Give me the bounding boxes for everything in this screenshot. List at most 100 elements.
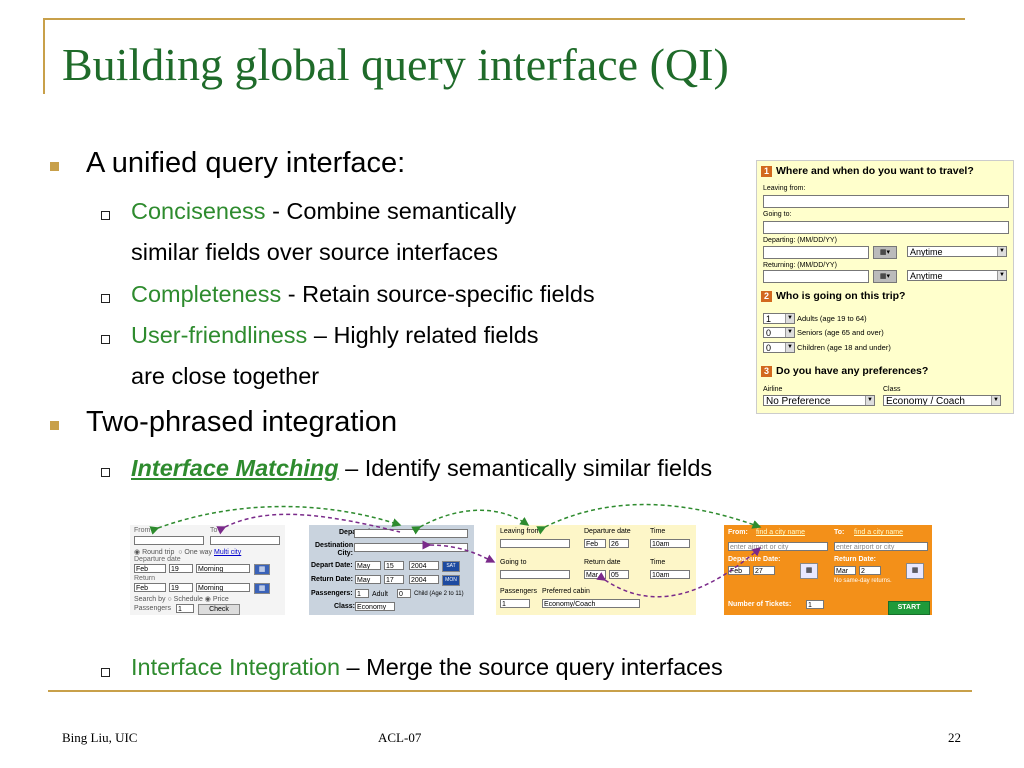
depart-date-label: Depart Date: [311,562,353,569]
dep-month-select[interactable]: Feb [728,566,750,575]
chevron-down-icon: ▼ [865,396,874,405]
find-city-link[interactable]: find a city name [854,529,904,536]
ret-month-select[interactable]: May [355,575,381,584]
desc-conciseness: - Combine semantically [265,198,517,224]
adult-label: Adult [372,591,388,598]
child-select[interactable]: 0 [397,589,411,598]
source-interface-4: From: find a city name To: find a city n… [724,525,932,615]
destination-city-input[interactable] [354,543,468,552]
ret-time-select[interactable]: 10am [650,570,690,579]
ret-day-select[interactable]: 2 [859,566,881,575]
calendar-icon[interactable]: ▦▾ [873,270,897,283]
adult-select[interactable]: 1 [355,589,369,598]
tickets-select[interactable]: 1 [806,600,824,609]
from-input[interactable] [134,536,204,545]
dep-month-select[interactable]: Feb [584,539,606,548]
multi-city-link[interactable]: Multi city [214,549,242,556]
start-button[interactable]: START [888,601,930,615]
calendar-icon[interactable]: ▦ [906,563,924,579]
leaving-from-label: Leaving from [500,528,541,535]
calendar-icon[interactable]: ▦ [254,564,270,575]
ret-day-badge: MON [442,575,460,586]
bullet-two-phrased: Two-phrased integration [86,406,398,438]
dep-time-select[interactable]: Morning [196,564,250,573]
cabin-select[interactable]: Economy/Coach [542,599,640,608]
sub-bullet-interface-matching: Interface Matching – Identify semantical… [131,455,712,482]
going-to-input[interactable] [763,221,1009,234]
dep-month-select[interactable]: May [355,561,381,570]
leaving-from-input[interactable] [763,195,1009,208]
dep-year-select[interactable]: 2004 [409,561,439,570]
bullet-square-icon [50,421,59,430]
class-select[interactable]: Economy / Coach▼ [883,395,1001,406]
hollow-bullet-icon [101,668,110,677]
hollow-bullet-icon [101,468,110,477]
return-date-label: Return date [584,559,621,566]
children-select[interactable]: 0▼ [763,342,795,353]
search-by-radios[interactable]: Search by ○ Schedule ◉ Price [134,596,229,603]
term-completeness: Completeness [131,281,282,307]
children-label: Children (age 18 and under) [797,343,891,352]
check-button[interactable]: Check [198,604,240,615]
passengers-select[interactable]: 1 [500,599,530,608]
return-date-label: Return Date: [311,576,354,583]
tickets-label: Number of Tickets: [728,601,792,608]
child-label: Child (Age 2 to 11) [414,591,464,597]
dep-day-select[interactable]: 19 [169,564,193,573]
source-interface-1: From To ◉ Round trip ○ One way Multi cit… [130,525,285,615]
to-airport-input[interactable]: enter airport or city [834,542,928,551]
leaving-from-input[interactable] [500,539,570,548]
ret-day-select[interactable]: 05 [609,570,629,579]
calendar-icon[interactable]: ▦ [800,563,818,579]
passengers-label: Passengers [500,588,537,595]
calendar-icon[interactable]: ▦▾ [873,246,897,259]
ret-time-select[interactable]: Morning [196,583,250,592]
to-label: To: [834,529,845,536]
source-interface-3: Leaving from Departure date Feb 26 Time … [496,525,696,615]
dep-day-select[interactable]: 26 [609,539,629,548]
seniors-select[interactable]: 0▼ [763,327,795,338]
ret-month-select[interactable]: Mar [834,566,856,575]
departing-date-input[interactable] [763,246,869,259]
passengers-select[interactable]: 1 [176,604,194,613]
dep-day-select[interactable]: 27 [753,566,775,575]
find-city-link[interactable]: find a city name [756,529,806,536]
going-to-input[interactable] [500,570,570,579]
sub-bullet-user-friendliness-cont: are close together [131,363,320,389]
depart-city-input[interactable] [354,529,468,538]
ret-year-select[interactable]: 2004 [409,575,439,584]
returning-time-select[interactable]: Anytime▼ [907,270,1007,281]
adults-select[interactable]: 1▼ [763,313,795,324]
passengers-label: Passengers [134,605,171,612]
term-interface-integration: Interface Integration [131,654,341,680]
from-airport-input[interactable]: enter airport or city [728,542,828,551]
departing-time-select[interactable]: Anytime▼ [907,246,1007,257]
ret-month-select[interactable]: Feb [134,583,166,592]
ret-day-select[interactable]: 19 [169,583,193,592]
to-input[interactable] [210,536,280,545]
hollow-bullet-icon [101,335,110,344]
seniors-label: Seniors (age 65 and over) [797,328,884,337]
bullet-unified-qi: A unified query interface: [86,147,406,179]
chevron-down-icon: ▼ [785,328,794,337]
returning-date-input[interactable] [763,270,869,283]
dep-day-select[interactable]: 15 [384,561,404,570]
source-interface-2: Depart City: Destination City: Depart Da… [309,525,474,615]
preferred-cabin-label: Preferred cabin [542,588,590,595]
chevron-down-icon: ▼ [785,343,794,352]
footer-author: Bing Liu, UIC [62,730,138,745]
ret-month-select[interactable]: Mar [584,570,606,579]
ret-day-select[interactable]: 17 [384,575,404,584]
sub-bullet-conciseness-cont: similar fields over source interfaces [131,239,498,265]
trip-type-radios[interactable]: ◉ Round trip ○ One way Multi city [134,549,242,556]
calendar-icon[interactable]: ▦ [254,583,270,594]
airline-select[interactable]: No Preference▼ [763,395,875,406]
chevron-down-icon: ▼ [785,314,794,323]
dep-time-select[interactable]: 10am [650,539,690,548]
dep-month-select[interactable]: Feb [134,564,166,573]
class-select[interactable]: Economy [355,602,395,611]
hollow-bullet-icon [101,211,110,220]
